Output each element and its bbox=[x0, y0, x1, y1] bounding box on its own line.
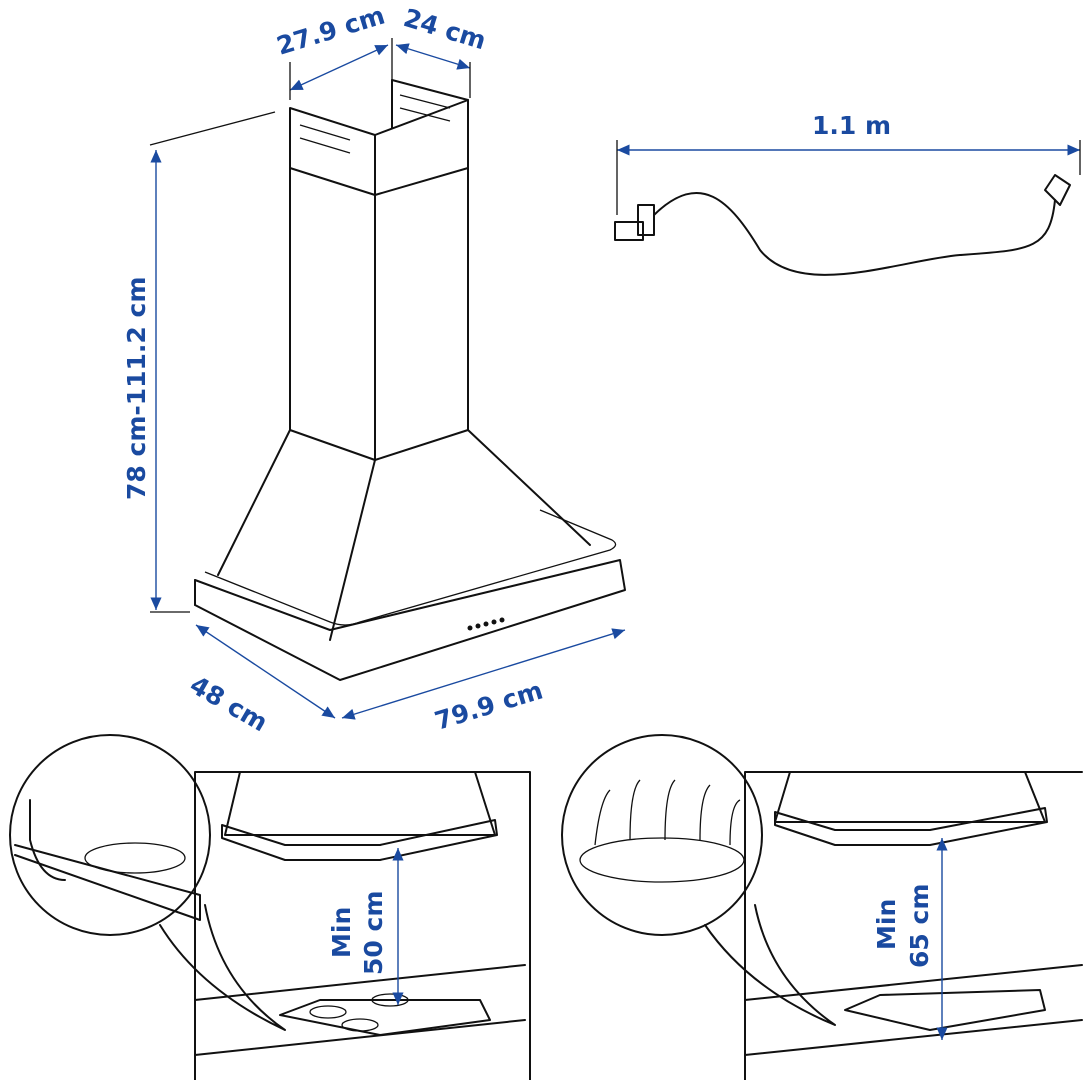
gas-hob-installation: Min 65 cm bbox=[561, 734, 1083, 1080]
electric-clearance-label: 50 cm bbox=[359, 891, 388, 975]
power-cord-illustration bbox=[614, 174, 1071, 276]
chimney-width-label: 27.9 cm bbox=[273, 0, 388, 60]
range-hood-illustration bbox=[194, 79, 626, 681]
gas-clearance-label: 65 cm bbox=[905, 884, 934, 968]
electric-hob-installation: Min 50 cm bbox=[9, 734, 531, 1080]
electric-min-label: Min bbox=[327, 907, 356, 958]
cord-length-label: 1.1 m bbox=[812, 111, 891, 140]
height-range-label: 78 cm-111.2 cm bbox=[122, 277, 151, 500]
hood-depth-label: 48 cm bbox=[185, 670, 273, 737]
gas-min-label: Min bbox=[872, 899, 901, 950]
chimney-depth-label: 24 cm bbox=[400, 3, 489, 55]
